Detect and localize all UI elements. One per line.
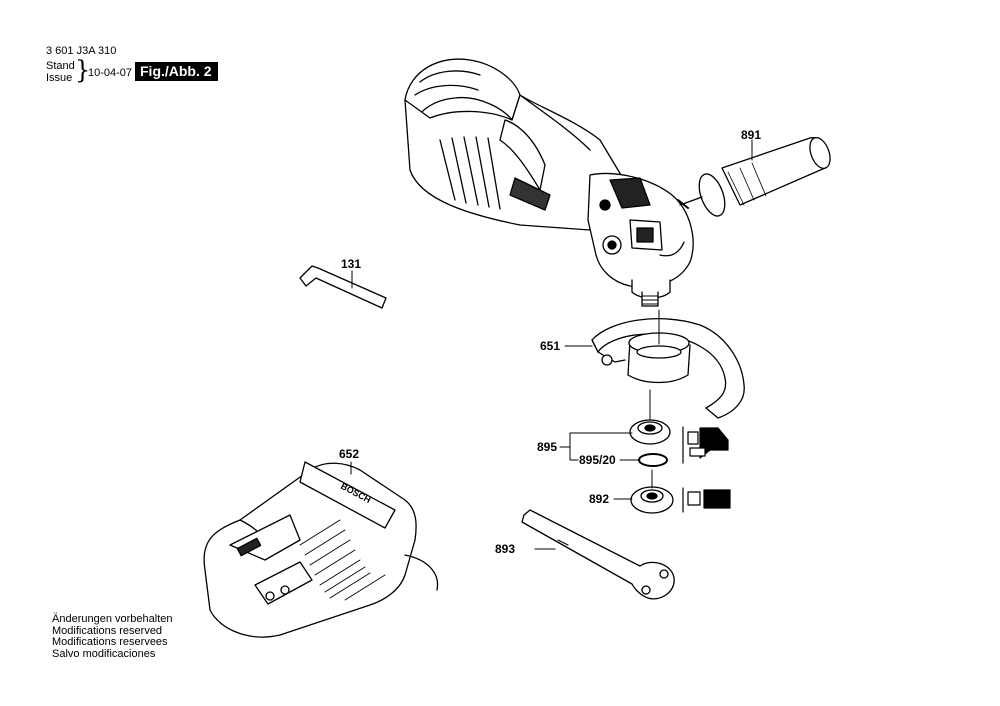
callout-893: 893 — [495, 542, 516, 556]
leader-lines — [534, 345, 641, 550]
footer-note: Modifications reservees — [52, 636, 168, 648]
footer-note: Salvo modificaciones — [52, 647, 156, 660]
callout-895: 895 — [537, 440, 558, 454]
callout-652: 652 — [339, 447, 360, 461]
angle-grinder — [404, 58, 694, 307]
callout-131: 131 — [341, 257, 362, 271]
two-pin-spanner — [521, 509, 675, 600]
hex-key — [299, 265, 387, 309]
document-number: 3 601 J3A 310 — [46, 45, 117, 57]
issue-label: Issue — [46, 72, 73, 84]
footer-note: Modifications reserved — [52, 624, 163, 637]
cross-section-details — [682, 426, 731, 513]
battery-charger: BOSCH — [203, 461, 439, 638]
wheel-guard — [591, 309, 745, 419]
footer-notes: Änderungen vorbehalten Modifications res… — [52, 613, 173, 660]
side-handle — [677, 137, 831, 217]
issue-date: 10-04-07 — [88, 67, 133, 79]
stand-issue-labels: Stand Issue — [46, 60, 75, 84]
brace-glyph: } — [75, 55, 91, 85]
mounting-flange — [629, 389, 671, 467]
callout-651: 651 — [540, 339, 561, 353]
figure-label: Fig./Abb. 2 — [135, 62, 218, 81]
clamping-nut — [630, 469, 674, 514]
callout-892: 892 — [589, 492, 610, 506]
callout-891: 891 — [741, 128, 762, 142]
footer-note: Änderungen vorbehalten — [52, 613, 173, 625]
callout-895-20: 895/20 — [579, 453, 616, 467]
stand-label: Stand — [46, 60, 75, 72]
